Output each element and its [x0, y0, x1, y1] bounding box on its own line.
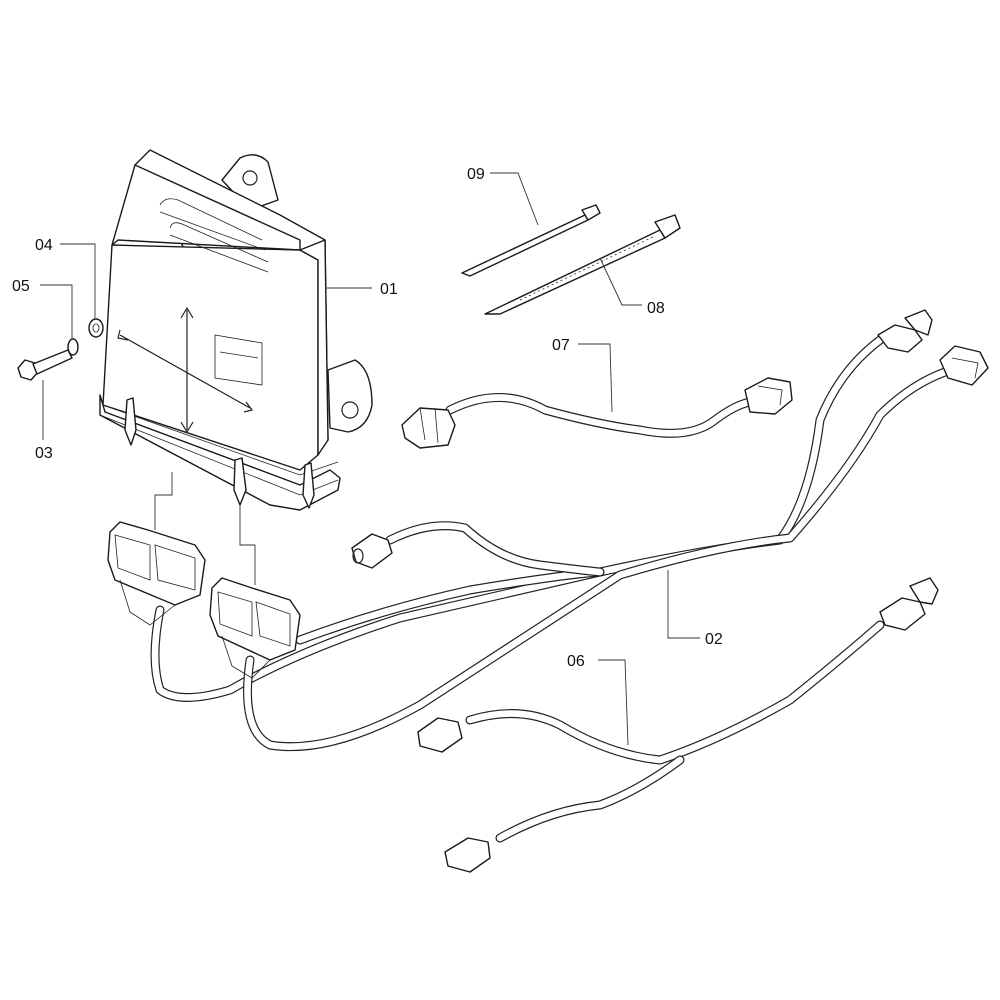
- callout-01: 01: [380, 281, 398, 298]
- ecu-module: [99, 149, 373, 511]
- callout-labels: 01 02 03 04 05 06 07 08 09: [12, 166, 723, 670]
- leader-lines: [40, 172, 700, 746]
- main-harness: [107, 309, 989, 752]
- harness-07: [401, 377, 793, 449]
- callout-04: 04: [35, 237, 53, 254]
- callout-06: 06: [567, 653, 585, 670]
- callout-02: 02: [705, 631, 723, 648]
- callout-08: 08: [647, 300, 665, 317]
- bolt-assembly: [17, 318, 104, 381]
- callout-07: 07: [552, 337, 570, 354]
- callout-03: 03: [35, 445, 53, 462]
- cable-ties: [461, 204, 681, 315]
- callout-05: 05: [12, 278, 30, 295]
- callout-09: 09: [467, 166, 485, 183]
- harness-06: [417, 577, 939, 873]
